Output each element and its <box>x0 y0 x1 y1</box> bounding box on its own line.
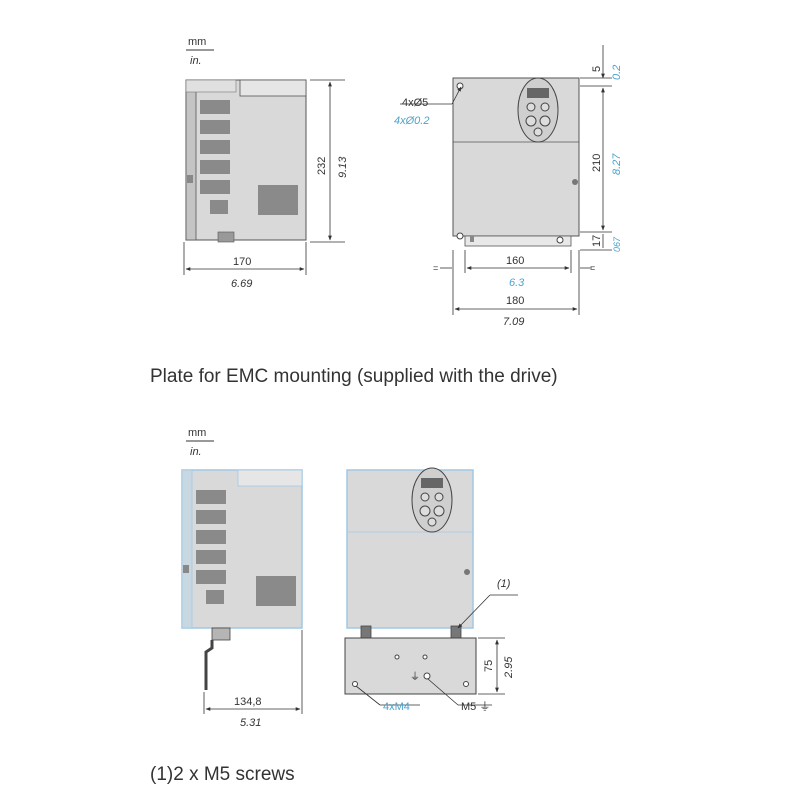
mid-height-mm: 210 <box>591 154 603 172</box>
front-dims-1: 4xØ5 4xØ0.2 5 0.2 210 8.27 17 067 = = 16… <box>394 45 623 328</box>
vent-slots-left-1 <box>200 100 230 214</box>
side-view-1 <box>185 79 307 243</box>
side-width-in: 6.69 <box>231 278 252 290</box>
front-dims-2: (1) 75 2.95 4xM4 M5 ⏚ <box>355 578 518 713</box>
bottom-offset-mm: 17 <box>591 235 603 247</box>
outer-width-mm: 180 <box>506 295 524 307</box>
caption-screws: (1)2 x M5 screws <box>150 764 295 785</box>
caption-emc-plate: Plate for EMC mounting (supplied with th… <box>150 366 558 387</box>
unit-mm-label: mm <box>188 36 206 48</box>
ground-screw-label: M5 ⏚ <box>461 700 490 713</box>
emc-plate-side <box>204 627 231 690</box>
side-height-mm: 232 <box>316 157 328 175</box>
left-gap-equal: = <box>433 263 438 273</box>
emc-plate-front: ⏚ <box>344 625 477 695</box>
inner-width-in: 6.3 <box>509 277 525 289</box>
bottom-offset-in: 067 <box>612 236 622 252</box>
hole-count-in: 4xØ0.2 <box>394 115 429 127</box>
keypad-1 <box>517 77 559 143</box>
plate-height-in: 2.95 <box>503 656 515 679</box>
inner-width-mm: 160 <box>506 255 524 267</box>
side-width-mm: 170 <box>233 256 251 268</box>
top-offset-mm: 5 <box>591 66 603 72</box>
outer-width-in: 7.09 <box>503 316 524 328</box>
side-dims-1: 170 6.69 232 9.13 <box>183 79 349 290</box>
vent-slots-right-1 <box>258 185 298 215</box>
vent-slots-left-2 <box>196 490 226 604</box>
vent-slots-right-2 <box>256 576 296 606</box>
mid-height-in: 8.27 <box>611 153 623 175</box>
units-legend-2: mm in. <box>186 427 214 458</box>
front-view-2: ⏚ <box>344 467 477 695</box>
ground-symbol-icon: ⏚ <box>410 671 420 683</box>
screw-spec-label: 4xM4 <box>383 701 410 713</box>
side2-width-mm: 134,8 <box>234 696 262 708</box>
units-legend-1: mm in. <box>186 36 214 67</box>
callout-1: (1) <box>497 578 511 590</box>
side2-width-in: 5.31 <box>240 717 261 729</box>
right-gap-equal: = <box>590 263 595 273</box>
side-height-in: 9.13 <box>337 156 349 178</box>
side-dims-2: 134,8 5.31 <box>203 630 303 729</box>
unit-mm-label-2: mm <box>188 427 206 439</box>
hole-count-mm: 4xØ5 <box>402 97 428 109</box>
front-view-1 <box>452 77 580 247</box>
plate-height-mm: 75 <box>483 660 495 672</box>
side-view-2 <box>181 469 303 690</box>
unit-in-label-2: in. <box>190 446 202 458</box>
unit-in-label: in. <box>190 55 202 67</box>
top-offset-in: 0.2 <box>611 65 623 80</box>
keypad-2 <box>411 467 453 533</box>
